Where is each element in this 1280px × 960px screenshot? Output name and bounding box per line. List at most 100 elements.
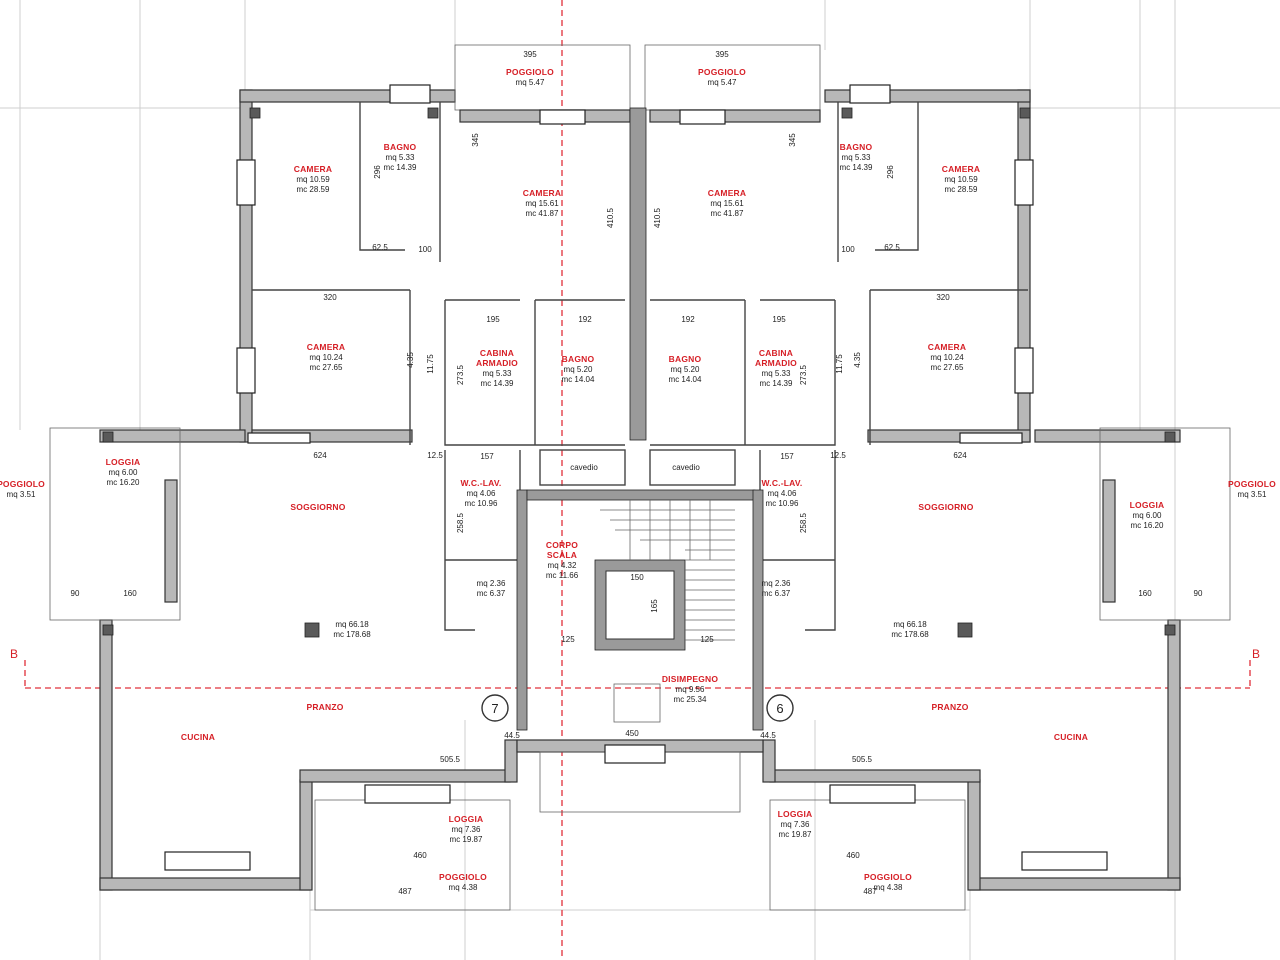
room-title-loggia-e: LOGGIA xyxy=(1130,500,1165,510)
room-metric-disimpegno: mc 25.34 xyxy=(674,695,707,704)
room-metric-loggia-e: mq 6.00 xyxy=(1133,511,1162,520)
room-metric-cabina-left: mc 14.39 xyxy=(481,379,514,388)
room-metric-poggiolo-sw: mq 4.38 xyxy=(449,883,478,892)
grid-marker-7 xyxy=(481,694,509,722)
room-title-poggiolo-e: POGGIOLO xyxy=(1228,479,1276,489)
dimension-label: 192 xyxy=(681,315,695,324)
dimension-label: 624 xyxy=(953,451,967,460)
room-title-bagno-mid-left: BAGNO xyxy=(562,354,595,364)
grid-marker-6 xyxy=(766,694,794,722)
room-title-bagno-mid-right: BAGNO xyxy=(669,354,702,364)
room-metric-rip-left: mc 6.37 xyxy=(477,589,506,598)
room-title-loggia-se: LOGGIA xyxy=(778,809,813,819)
room-metric-bagno-nw: mq 5.33 xyxy=(386,153,415,162)
room-title2-cabina-right: ARMADIO xyxy=(755,358,797,368)
room-title-corpo-scala: CORPO xyxy=(546,540,578,550)
dimension-label: 44.5 xyxy=(504,731,520,740)
dimension-label: 90 xyxy=(1194,589,1203,598)
room-title-poggiolo-top-right: POGGIOLO xyxy=(698,67,746,77)
windows xyxy=(164,84,1108,871)
room-metric-loggia-w: mq 6.00 xyxy=(109,468,138,477)
dimension-label: 487 xyxy=(398,887,412,896)
dimension-label: 4.35 xyxy=(853,352,862,368)
dimension-label: 410.5 xyxy=(653,207,662,228)
room-metric-rip-left: mq 2.36 xyxy=(477,579,506,588)
grid-marker-7-label: 7 xyxy=(491,701,498,716)
room-metric-camera-w: mq 10.24 xyxy=(309,353,343,362)
room-metric-poggiolo-se: mq 4.38 xyxy=(874,883,903,892)
room-metric-rip-right: mc 6.37 xyxy=(762,589,791,598)
dimension-label: 487 xyxy=(863,887,877,896)
dimension-label: 195 xyxy=(486,315,500,324)
room-metric-poggiolo-top-right: mq 5.47 xyxy=(708,78,737,87)
room-metric-cavedio-right: cavedio xyxy=(672,463,700,472)
room-title-bagno-nw: BAGNO xyxy=(384,142,417,152)
room-metric-camera-ne: mc 28.59 xyxy=(945,185,978,194)
room-metric-disimpegno: mq 9.56 xyxy=(676,685,705,694)
room-metric-camera-n-left: mq 15.61 xyxy=(525,199,559,208)
dimension-label: 273.5 xyxy=(456,364,465,385)
room-metric-bagno-mid-left: mq 5.20 xyxy=(564,365,593,374)
dimension-label: 450 xyxy=(625,729,639,738)
room-metric-poggiolo-top-left: mq 5.47 xyxy=(516,78,545,87)
outer-walls xyxy=(49,44,1231,911)
dimension-label: 320 xyxy=(936,293,950,302)
dimension-label: 100 xyxy=(418,245,432,254)
dimension-label: 192 xyxy=(578,315,592,324)
room-metric-wc-left: mq 4.06 xyxy=(467,489,496,498)
room-metric-camera-e: mc 27.65 xyxy=(931,363,964,372)
dimension-label: 125 xyxy=(700,635,714,644)
section-axes xyxy=(24,0,1251,960)
room-title-cabina-left: CABINA xyxy=(480,348,514,358)
dimension-label: 11.75 xyxy=(426,354,435,374)
dimension-label: 395 xyxy=(715,50,729,59)
grid-marker-6-label: 6 xyxy=(776,701,783,716)
room-metric-camera-n-left: mc 41.87 xyxy=(526,209,559,218)
room-metric-loggia-e: mc 16.20 xyxy=(1131,521,1164,530)
room-title-camera-e: CAMERA xyxy=(928,342,967,352)
dimension-label: 11.75 xyxy=(835,354,844,374)
dimension-label: 296 xyxy=(373,165,382,179)
room-title-soggiorno-w: SOGGIORNO xyxy=(290,502,345,512)
dimension-label: 125 xyxy=(561,635,575,644)
room-title-disimpegno: DISIMPEGNO xyxy=(662,674,719,684)
room-metric-camera-ne: mq 10.59 xyxy=(944,175,978,184)
room-title-wc-right: W.C.-LAV. xyxy=(762,478,803,488)
room-metric-loggia-w: mc 16.20 xyxy=(107,478,140,487)
dimension-label: 258.5 xyxy=(456,512,465,533)
room-title-camera-nw: CAMERA xyxy=(294,164,333,174)
room-metric-cabina-right: mq 5.33 xyxy=(762,369,791,378)
room-title-loggia-sw: LOGGIA xyxy=(449,814,484,824)
dimension-label: 195 xyxy=(772,315,786,324)
room-title-soggiorno-e: SOGGIORNO xyxy=(918,502,973,512)
room-metric-corpo-scala: mc 11.66 xyxy=(546,571,579,580)
room-title2-corpo-scala: SCALA xyxy=(547,550,577,560)
dimension-label: 258.5 xyxy=(799,512,808,533)
dimension-label: 150 xyxy=(630,573,644,582)
room-title-poggiolo-se: POGGIOLO xyxy=(864,872,912,882)
room-metric-cabina-left: mq 5.33 xyxy=(483,369,512,378)
room-title-camera-w: CAMERA xyxy=(307,342,346,352)
room-metric-living-area-w: mc 178.68 xyxy=(333,630,371,639)
room-title-pranzo-e: PRANZO xyxy=(931,702,968,712)
room-title-wc-left: W.C.-LAV. xyxy=(461,478,502,488)
room-metric-loggia-sw: mc 19.87 xyxy=(450,835,483,844)
room-title2-cabina-left: ARMADIO xyxy=(476,358,518,368)
room-title-cucina-e: CUCINA xyxy=(1054,732,1088,742)
room-metric-bagno-nw: mc 14.39 xyxy=(384,163,417,172)
room-title-poggiolo-w: POGGIOLO xyxy=(0,479,45,489)
dimension-label: 12.5 xyxy=(427,451,443,460)
dimension-label: 4.35 xyxy=(406,352,415,368)
room-metric-cavedio-left: cavedio xyxy=(570,463,598,472)
dimension-label: 505.5 xyxy=(852,755,873,764)
interior-walls xyxy=(252,102,1028,731)
room-metric-living-area-e: mc 178.68 xyxy=(891,630,929,639)
room-metric-loggia-sw: mq 7.36 xyxy=(452,825,481,834)
room-title-cucina-w: CUCINA xyxy=(181,732,215,742)
room-metric-bagno-mid-right: mc 14.04 xyxy=(669,375,702,384)
dimension-label: 157 xyxy=(480,452,494,461)
dimension-label: 395 xyxy=(523,50,537,59)
room-metric-bagno-ne: mc 14.39 xyxy=(840,163,873,172)
